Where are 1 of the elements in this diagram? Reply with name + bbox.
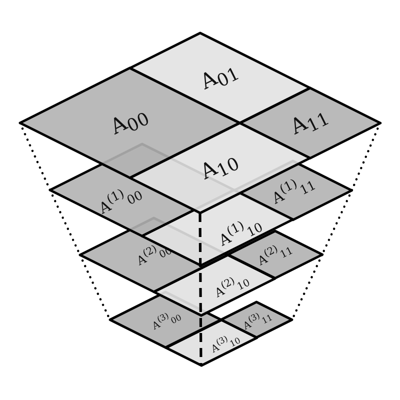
matrix-block (240, 88, 380, 158)
